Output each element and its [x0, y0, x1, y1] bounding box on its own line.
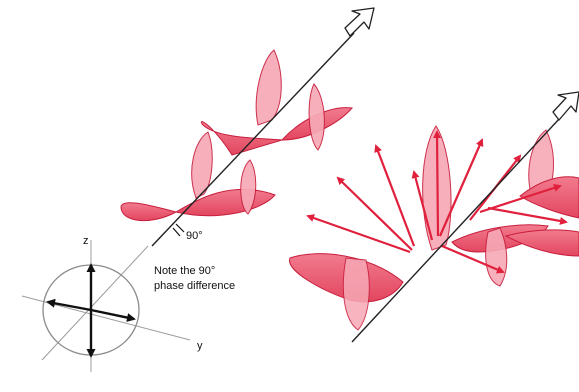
- right-propagation-arrow-icon: [552, 91, 579, 121]
- field-vector-8: [479, 184, 562, 214]
- left-propagation-arrow-icon: [344, 7, 375, 37]
- z-axis-label: z: [83, 235, 89, 247]
- circular-polarization-wave: [289, 91, 579, 343]
- vertical-wave-lobe-3: [255, 49, 282, 126]
- y-axis-label: y: [197, 340, 203, 352]
- left-propagation-axis: [151, 32, 355, 247]
- vertical-wave-lobe-2: [240, 159, 257, 215]
- circular-vertical-lobe-3: [485, 227, 508, 287]
- diagonal-guide-line-1: [41, 245, 149, 361]
- horizontal-field-vector-right: [90, 308, 136, 322]
- circular-horizontal-lobe-3: [519, 176, 579, 219]
- circular-horizontal-lobe-4: [504, 229, 579, 257]
- vertical-wave-lobe-4: [308, 83, 325, 151]
- diagonal-guide-line-2: [21, 295, 191, 341]
- field-vector-5: [433, 130, 442, 237]
- linear-components-wave: 90°: [120, 7, 375, 247]
- horizontal-wave-lobe-3: [200, 121, 283, 156]
- field-vector-9: [487, 206, 568, 225]
- horizontal-field-vector-left: [46, 298, 92, 312]
- circular-vertical-lobe-1: [342, 257, 370, 331]
- vertical-wave-lobe-1: [191, 131, 213, 199]
- horizontal-wave-lobe-2: [174, 188, 276, 217]
- note-line-1: Note the 90°: [154, 265, 215, 277]
- field-vector-1: [306, 214, 411, 254]
- phase-angle-marker: [172, 223, 185, 237]
- field-vector-4: [411, 170, 434, 241]
- field-vector-6: [438, 138, 484, 237]
- phase-angle-label: 90°: [186, 230, 203, 242]
- right-propagation-axis: [351, 117, 561, 343]
- polarization-axes-diagram: z y: [21, 235, 203, 372]
- horizontal-wave-lobe-1: [120, 202, 178, 222]
- field-vector-10: [441, 244, 505, 274]
- field-vector-2: [336, 176, 413, 251]
- note-line-2: phase difference: [154, 280, 235, 292]
- field-vector-3: [374, 144, 416, 247]
